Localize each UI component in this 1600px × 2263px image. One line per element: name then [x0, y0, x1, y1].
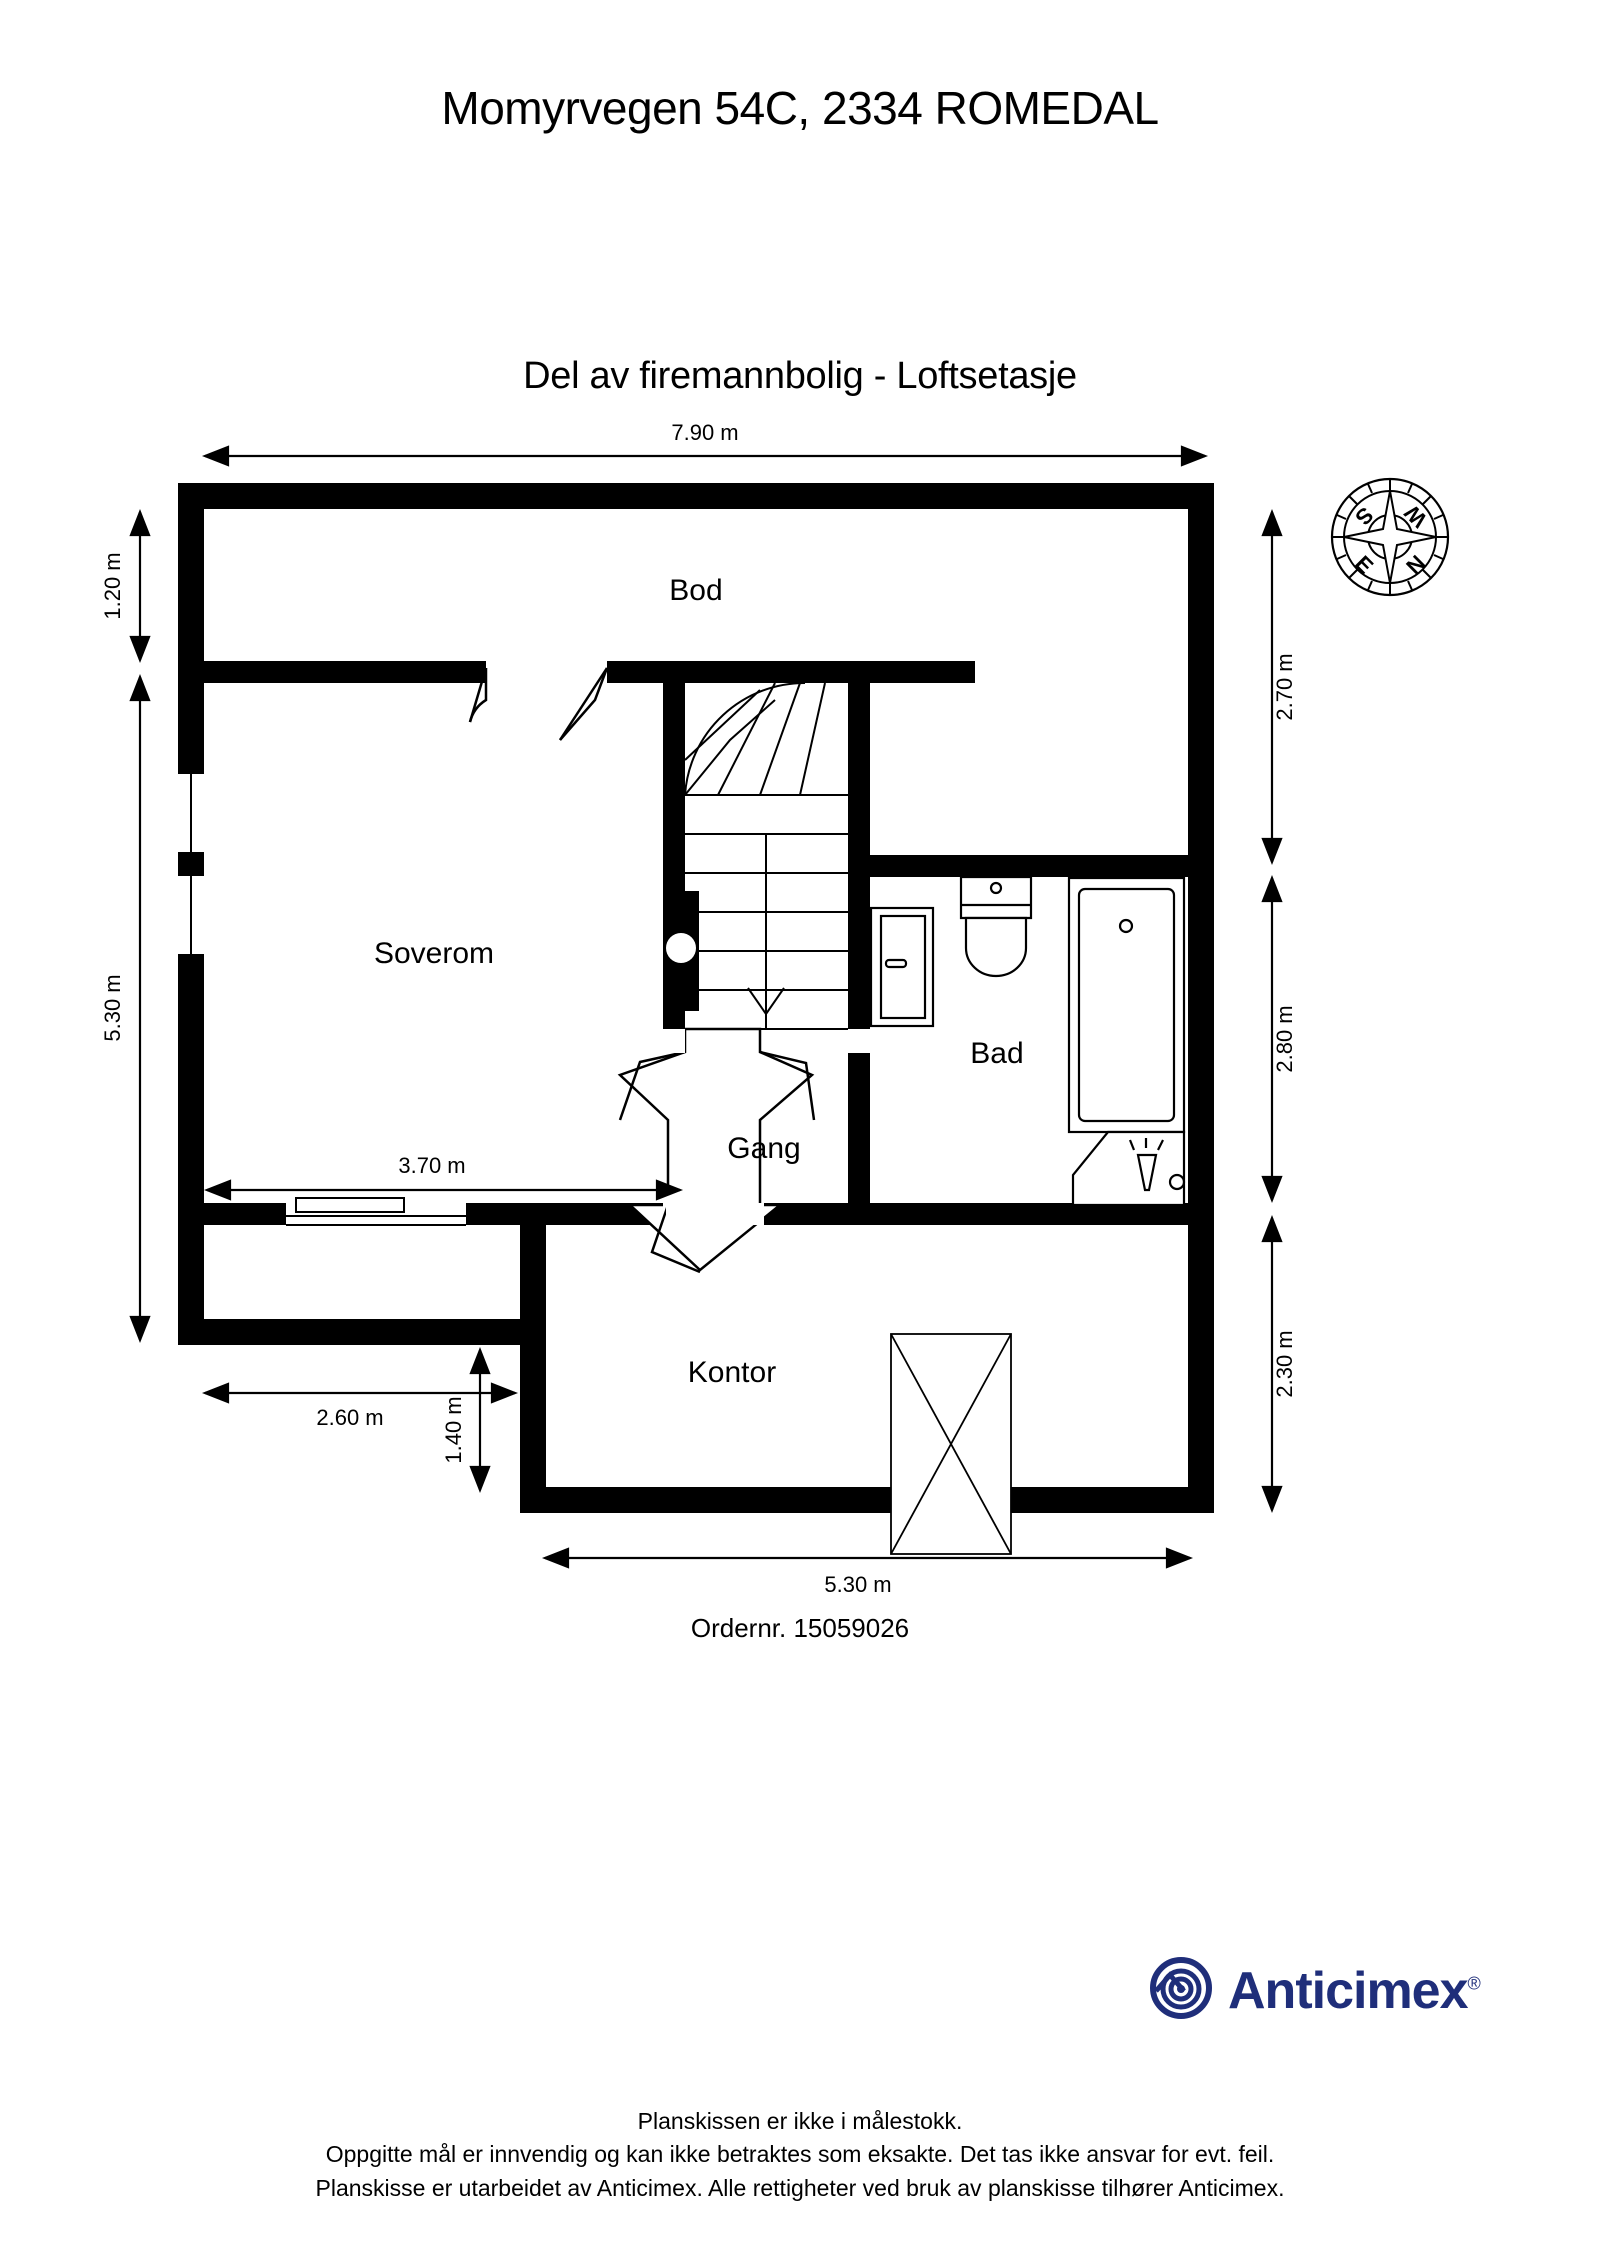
dim-right-lower: 2.30 m [1272, 1330, 1297, 1397]
floorplan-drawing: Bod Soverom Gang Bad Kontor [100, 420, 1450, 1597]
disclaimer-line-3: Planskisse er utarbeidet av Anticimex. A… [315, 2174, 1285, 2201]
compass-rose: S W E N [1330, 477, 1450, 597]
room-label-bad: Bad [970, 1037, 1023, 1070]
dim-lower-left-height: 1.40 m [441, 1396, 466, 1463]
dimension-lines [129, 445, 1283, 1569]
staircase [684, 681, 848, 1030]
room-label-kontor: Kontor [688, 1356, 776, 1389]
kontor-skylight [890, 1333, 1012, 1555]
gang-doors [618, 1050, 816, 1274]
bad-fixtures [869, 875, 1186, 1207]
window-soverom [178, 772, 204, 956]
doors [468, 659, 609, 741]
disclaimer-text: Planskissen er ikke i målestokk. Oppgitt… [0, 2105, 1600, 2205]
page-title: Momyrvegen 54C, 2334 ROMEDAL [441, 81, 1159, 134]
registered-trademark-icon: ® [1467, 1973, 1481, 1994]
dim-left-upper: 1.20 m [100, 552, 125, 619]
dim-right-upper: 2.70 m [1272, 653, 1297, 720]
dim-top-width: 7.90 m [671, 420, 738, 445]
dim-lower-left-width: 2.60 m [316, 1405, 383, 1430]
room-label-soverom: Soverom [374, 937, 494, 970]
dim-bottom-width: 5.30 m [824, 1572, 891, 1597]
order-number: Ordernr. 15059026 [690, 1613, 910, 1643]
doorway-gaps [663, 1029, 870, 1225]
dim-soverom-width: 3.70 m [398, 1153, 465, 1178]
anticimex-logo: Anticimex® [1148, 1955, 1481, 2026]
door-knob-stair [663, 891, 699, 1011]
window-lower-left [286, 1197, 466, 1226]
room-label-bod: Bod [669, 574, 722, 607]
disclaimer-line-2: Oppgitte mål er innvendig og kan ikke be… [325, 2141, 1275, 2168]
brand-name: Anticimex [1228, 1961, 1469, 2020]
room-label-gang: Gang [727, 1132, 800, 1165]
dim-left-lower: 5.30 m [100, 974, 125, 1041]
disclaimer-line-1: Planskissen er ikke i målestokk. [637, 2108, 963, 2134]
anticimex-mark-icon [1148, 1955, 1214, 2026]
plan-subtitle: Del av firemannbolig - Loftsetasje [523, 355, 1077, 397]
dim-right-middle: 2.80 m [1272, 1005, 1297, 1072]
